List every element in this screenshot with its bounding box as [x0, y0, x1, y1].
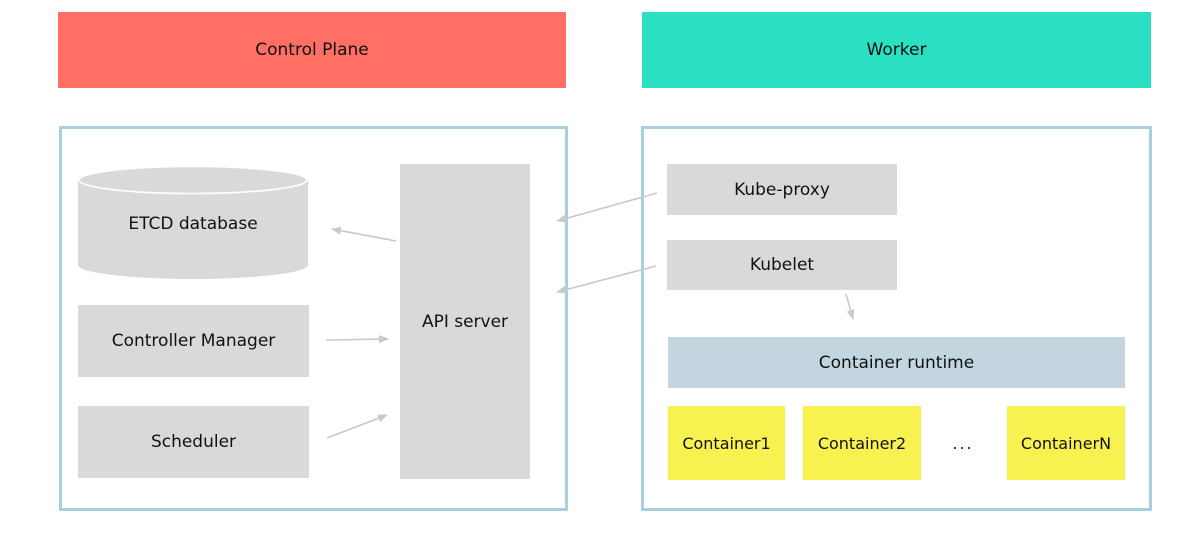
scheduler-box: Scheduler [78, 406, 309, 478]
kubelet-label: Kubelet [749, 255, 815, 275]
containerN-label: ContainerN [1020, 433, 1112, 453]
container-runtime-label: Container runtime [818, 352, 975, 373]
container2-label: Container2 [817, 433, 907, 453]
kube-proxy-label: Kube-proxy [734, 179, 830, 200]
api-server-box: API server [400, 164, 530, 479]
container-runtime-box: Container runtime [668, 337, 1125, 388]
etcd-database-cylinder: ETCD database [78, 166, 308, 280]
container2-box: Container2 [803, 406, 921, 480]
kube-proxy-box: Kube-proxy [667, 164, 897, 215]
container1-label: Container1 [682, 433, 771, 453]
controller-manager-box: Controller Manager [78, 305, 309, 377]
kubelet-box: Kubelet [667, 240, 897, 290]
container1-box: Container1 [668, 406, 785, 480]
worker-header: Worker [642, 12, 1151, 88]
worker-header-label: Worker [866, 40, 927, 60]
cylinder-shape [78, 166, 308, 279]
containerN-box: ContainerN [1007, 406, 1125, 480]
api-server-label: API server [421, 311, 509, 332]
scheduler-label: Scheduler [150, 432, 237, 452]
containers-ellipsis: ... [952, 433, 974, 453]
controller-manager-label: Controller Manager [111, 331, 276, 351]
control-plane-header-label: Control Plane [255, 40, 369, 60]
control-plane-header: Control Plane [58, 12, 566, 88]
etcd-database-label: ETCD database [128, 214, 258, 234]
